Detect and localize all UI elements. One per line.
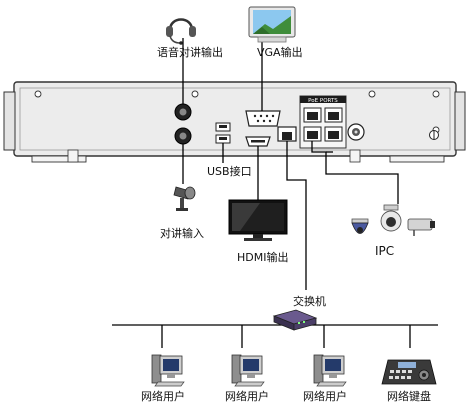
network-user-label-1: 网络用户 [141, 390, 185, 403]
headset-icon [166, 18, 196, 45]
vga-port [245, 110, 281, 127]
audio-output-jack [174, 103, 192, 121]
hdmi-tv-icon [228, 199, 288, 241]
lan-port [277, 126, 297, 142]
bullet-camera-icon [407, 218, 435, 236]
connection-lines [112, 38, 438, 348]
network-keyboard-label: 网络键盘 [387, 390, 431, 403]
hdmi-port [245, 136, 271, 147]
usb-port-label: USB接口 [207, 165, 252, 178]
audio-output-label: 语音对讲输出 [157, 46, 223, 59]
poe-ports-label: PoE PORTS [308, 98, 338, 104]
ipc-cameras [351, 204, 435, 236]
switch-label: 交换机 [293, 295, 326, 308]
network-user-label-2: 网络用户 [225, 390, 269, 403]
talkback-input-label: 对讲输入 [160, 227, 204, 240]
microphone-icon [173, 186, 196, 211]
dome-camera-icon [351, 218, 369, 234]
network-user-computer-3 [313, 354, 347, 387]
poe-ports-block: PoE PORTS [299, 95, 347, 149]
network-user-computer-1 [151, 354, 185, 387]
ipc-label: IPC [375, 244, 395, 258]
talkback-input-jack [174, 127, 192, 145]
vga-output-label: VGA输出 [257, 46, 303, 59]
network-switch-icon [272, 309, 318, 331]
network-keyboard-icon [381, 359, 437, 385]
hdmi-output-label: HDMI输出 [237, 251, 289, 264]
nvr-rear-panel [3, 81, 466, 163]
usb-ports [215, 122, 231, 144]
ptz-camera-icon [380, 204, 402, 232]
network-user-label-3: 网络用户 [303, 390, 347, 403]
power-connector [347, 123, 365, 141]
vga-monitor-icon [248, 6, 296, 43]
ground-terminal [429, 130, 439, 140]
network-user-computer-2 [231, 354, 265, 387]
